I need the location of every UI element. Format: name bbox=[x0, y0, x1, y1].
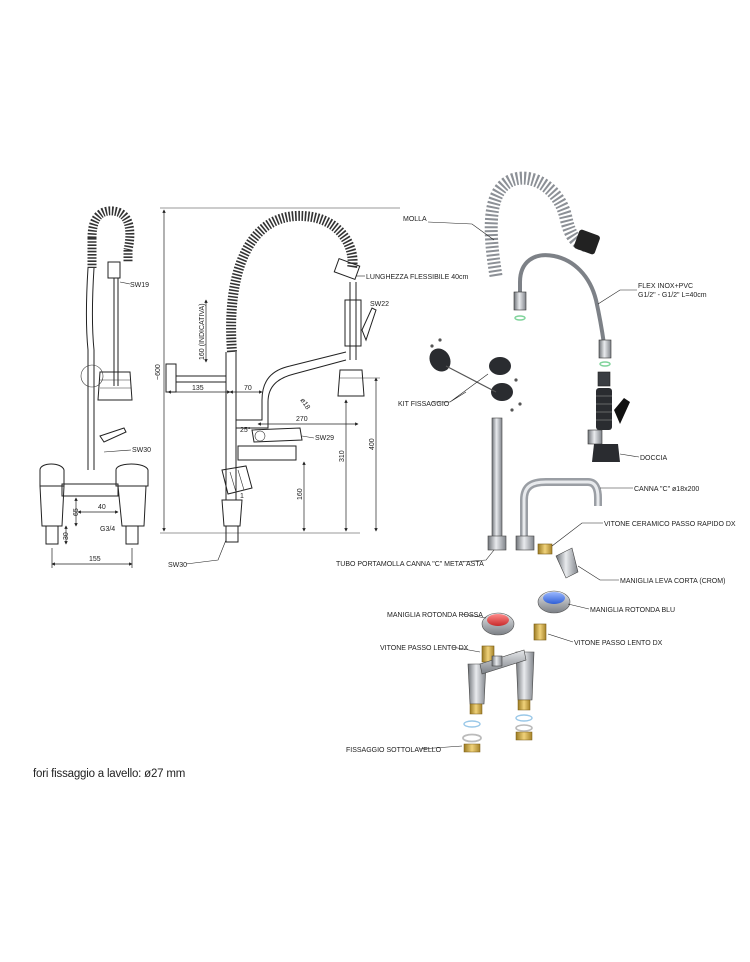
footnote: fori fissaggio a lavello: ø27 mm bbox=[33, 768, 186, 780]
dim-270: 270 bbox=[296, 416, 308, 423]
label-vitone-ceramico: VITONE CERAMICO PASSO RAPIDO DX bbox=[604, 521, 736, 528]
under-sink-fixing-part bbox=[462, 714, 533, 753]
label-maniglia-rossa: MANIGLIA ROTONDA ROSSA bbox=[387, 612, 483, 619]
label-molla: MOLLA bbox=[403, 216, 427, 223]
front-view: ~600 LUNGHEZZA FLESSIBILE 40cm SW22 160 … bbox=[155, 207, 468, 569]
dim-65: 65 bbox=[73, 508, 80, 516]
lever-handle-part bbox=[555, 547, 579, 579]
label-doccia: DOCCIA bbox=[640, 455, 668, 462]
label-sw30-side: SW30 bbox=[132, 447, 151, 454]
spray-gun-part bbox=[587, 371, 630, 462]
mixer-body-part bbox=[467, 649, 535, 715]
dim-400: 400 bbox=[369, 438, 376, 450]
dim-70: 70 bbox=[244, 385, 252, 392]
spout-part bbox=[520, 478, 602, 548]
dim-d18: ø18 bbox=[298, 397, 311, 411]
dim-160: 160 bbox=[297, 488, 304, 500]
fixing-kit-part bbox=[429, 338, 522, 412]
dim-600: ~600 bbox=[155, 364, 162, 380]
spring-part bbox=[484, 171, 590, 278]
label-canna: CANNA "C" ø18x200 bbox=[634, 486, 699, 493]
label-sw19: SW19 bbox=[130, 282, 149, 289]
label-maniglia-blu: MANIGLIA ROTONDA BLU bbox=[590, 607, 675, 614]
spring-cap bbox=[574, 229, 600, 255]
dim-40: 40 bbox=[98, 504, 106, 511]
column-tube-part bbox=[491, 417, 503, 549]
dim-25deg: 25° bbox=[240, 426, 251, 434]
dim-310: 310 bbox=[339, 450, 346, 462]
dim-indicativa: 160 (INDICATIVA) bbox=[199, 303, 206, 360]
dim-30: 30 bbox=[63, 532, 70, 540]
label-fissaggio: FISSAGGIO SOTTOLAVELLO bbox=[346, 747, 442, 754]
side-view: 155 40 65 30 G3/4 SW19 SW30 bbox=[39, 206, 151, 568]
label-lunghezza: LUNGHEZZA FLESSIBILE 40cm bbox=[366, 274, 468, 281]
dim-155: 155 bbox=[89, 556, 101, 563]
flex-hose-part bbox=[518, 253, 606, 345]
ceramic-valve-part bbox=[537, 543, 553, 555]
sw-number: 1 bbox=[240, 493, 244, 500]
label-maniglia-leva: MANIGLIA LEVA CORTA (CROM) bbox=[620, 578, 725, 585]
label-flex-2: G1/2" - G1/2" L=40cm bbox=[638, 292, 707, 299]
slow-valve-right-part bbox=[533, 623, 547, 641]
red-handle-part bbox=[481, 612, 515, 636]
side-spring bbox=[87, 206, 135, 268]
label-sw22: SW22 bbox=[370, 301, 389, 308]
label-sw29: SW29 bbox=[315, 435, 334, 442]
dim-135: 135 bbox=[192, 385, 204, 392]
label-kit: KIT FISSAGGIO bbox=[398, 401, 450, 408]
label-flex: FLEX INOX+PVC bbox=[638, 283, 693, 290]
blue-handle-part bbox=[537, 590, 571, 614]
dim-g34: G3/4 bbox=[100, 526, 115, 533]
label-tubo: TUBO PORTAMOLLA CANNA "C" META' ASTA bbox=[336, 561, 484, 568]
label-sw30-front: SW30 bbox=[168, 562, 187, 569]
exploded-view: MOLLA FLEX INOX+PVC G1/2" - G1/2" L=40cm… bbox=[336, 171, 736, 754]
label-vitone-lento-sx: VITONE PASSO LENTO DX bbox=[380, 645, 469, 652]
label-vitone-lento-dx: VITONE PASSO LENTO DX bbox=[574, 640, 663, 647]
